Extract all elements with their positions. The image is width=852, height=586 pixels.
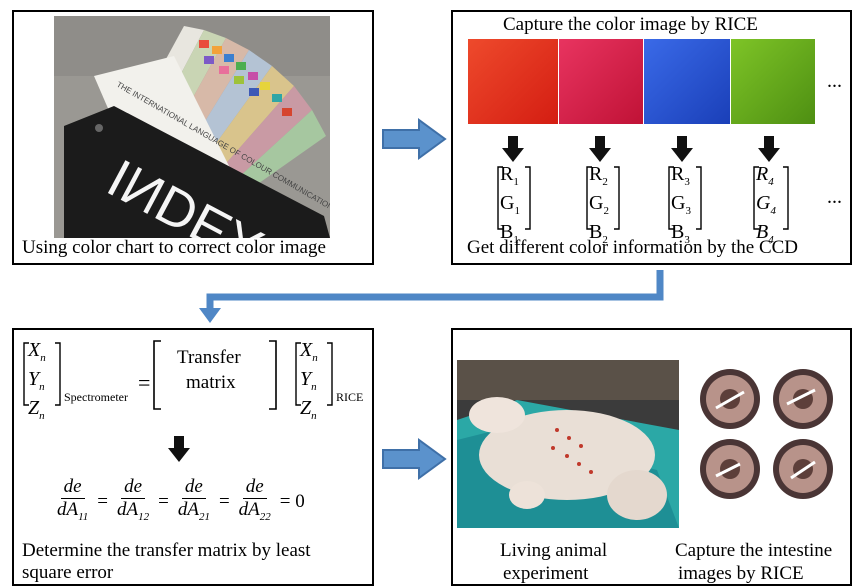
arrow-down-1 <box>502 136 524 162</box>
caption-transfer-line1: Determine the transfer matrix by least <box>22 540 311 561</box>
matrix-label-matrix: matrix <box>186 372 236 393</box>
arrow-right-bottom <box>382 438 447 480</box>
equals-sign: = <box>138 370 151 395</box>
rgb-vector-1: R1 G1 B1 <box>497 164 531 251</box>
title-rice-capture: Capture the color image by RICE <box>503 14 758 35</box>
swatch-pink <box>559 39 643 124</box>
caption-animal-line2: experiment <box>503 563 589 584</box>
caption-animal-line1: Living animal <box>500 540 608 561</box>
panel-rice-capture: Capture the color image by RICE ... R1 G… <box>451 10 852 265</box>
caption-ccd: Get different color information by the C… <box>467 237 799 258</box>
swatch-grid <box>199 40 292 116</box>
rgb-vector-3: R3 G3 B3 <box>668 164 702 251</box>
arrow-down-2 <box>589 136 611 162</box>
rgb-vector-4: R4 G4 B4 <box>753 164 789 251</box>
xyz-vector-rice: Xn Yn Zn <box>295 340 333 427</box>
label-rice: RICE <box>336 390 364 404</box>
swatch-blue <box>644 39 730 124</box>
arrow-right-top <box>382 118 447 160</box>
ellipsis-vectors: ... <box>827 186 842 208</box>
arrow-down-derivative <box>168 436 190 462</box>
swatch-red <box>468 39 558 124</box>
swatch-green <box>731 39 815 124</box>
caption-color-chart: Using color chart to correct color image <box>22 237 326 258</box>
color-chart-photo: THE INTERNATIONAL LANGUAGE OF COLOUR COM… <box>54 16 330 238</box>
intestine-image-1 <box>696 368 764 430</box>
matrix-label-transfer: Transfer <box>177 347 241 368</box>
rgb-vector-2: R2 G2 B2 <box>586 164 620 251</box>
panel-color-chart: THE INTERNATIONAL LANGUAGE OF COLOUR COM… <box>12 10 374 265</box>
intestine-image-3 <box>696 438 764 500</box>
arrow-down-4 <box>758 136 780 162</box>
caption-intestine-line1: Capture the intestine <box>675 540 833 561</box>
ellipsis-top: ... <box>827 70 842 92</box>
connector-arrow <box>199 270 664 323</box>
xyz-vector-spectrometer: Xn Yn Zn <box>23 340 61 427</box>
caption-intestine-line2: images by RICE <box>678 563 804 584</box>
intestine-image-4 <box>769 438 837 500</box>
intestine-image-2 <box>769 368 837 430</box>
panel-transfer-matrix: Xn Yn Zn Spectrometer = Transfer matrix … <box>12 328 374 586</box>
label-spectrometer: Spectrometer <box>64 390 128 404</box>
animal-photo <box>457 360 679 528</box>
matrix-bracket-left <box>153 340 161 410</box>
arrow-down-3 <box>671 136 693 162</box>
matrix-bracket-right <box>269 340 277 410</box>
panel-animal-experiment: Living animal experiment Capture the int… <box>451 328 852 586</box>
caption-transfer-line2: square error <box>22 562 114 583</box>
